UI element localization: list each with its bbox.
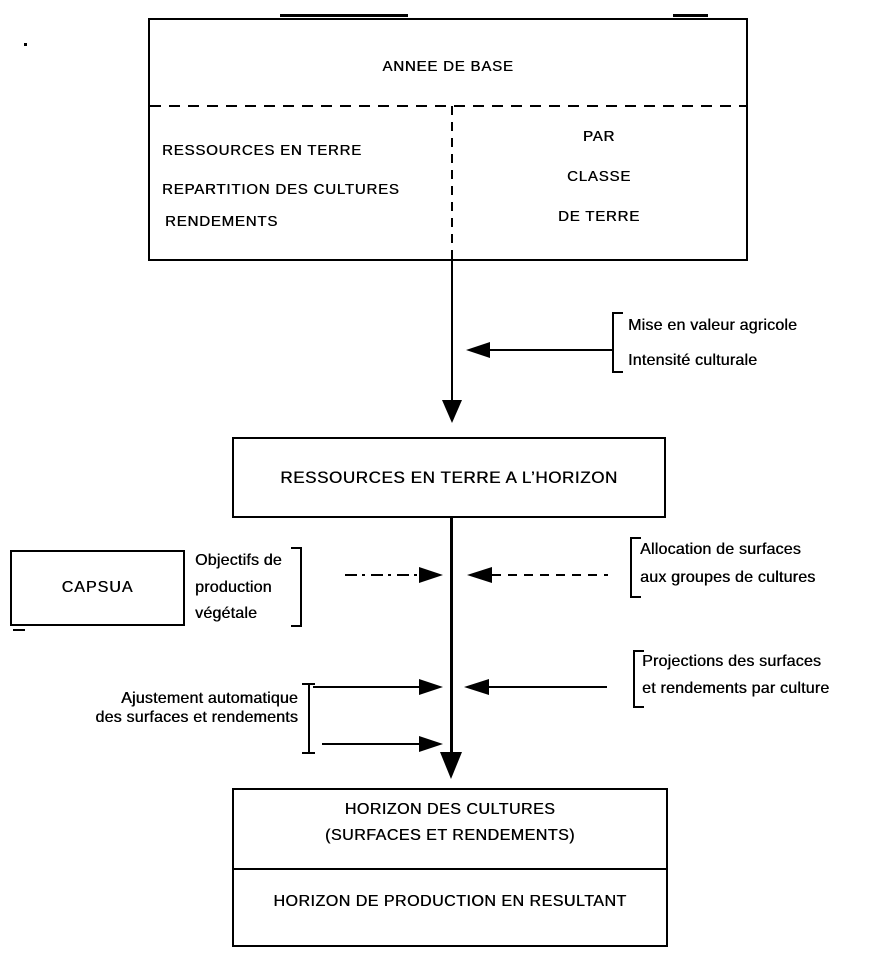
projections-line: Projections des surfaces: [642, 653, 822, 670]
objectifs-arrow-shaft: [345, 574, 419, 576]
objectifs-line: production: [195, 579, 272, 596]
scan-artifact: [24, 43, 27, 46]
allocation-line: Allocation de surfaces: [640, 541, 801, 558]
bracket-icon: [291, 547, 302, 627]
allocation-line: aux groupes de cultures: [640, 569, 816, 586]
bracket-icon: [612, 312, 623, 373]
box-divider: [234, 868, 666, 870]
ajustement-arrow-1-head-icon: [419, 679, 443, 695]
base-year-right-line: CLASSE: [567, 168, 631, 185]
base-year-box: ANNEE DE BASE RESSOURCES EN TERRE REPART…: [148, 18, 748, 261]
divider-dashed-horizontal: [150, 105, 746, 107]
bracket-icon: [633, 650, 644, 708]
divider-dashed-vertical: [451, 106, 453, 276]
objectifs-arrow-head-icon: [419, 567, 443, 583]
flow-arrow-2-shaft: [450, 518, 453, 754]
horizon-cultures-line1: HORIZON DES CULTURES: [344, 801, 556, 818]
bracket-tick: [302, 683, 315, 685]
flow-arrow-2-head-icon: [440, 752, 462, 779]
mise-en-valeur-arrow-shaft: [490, 349, 612, 351]
ajustement-arrow-1-shaft: [313, 686, 419, 688]
base-year-left-item: RESSOURCES EN TERRE: [162, 142, 362, 159]
scan-artifact: [13, 629, 25, 631]
allocation-arrow-head-icon: [467, 567, 492, 583]
base-year-right-line: PAR: [582, 128, 616, 145]
projections-arrow-head-icon: [464, 679, 489, 695]
horizon-cultures-line2: (SURFACES ET RENDEMENTS): [325, 827, 575, 844]
bracket-icon: [630, 537, 641, 598]
flow-arrow-1-head-icon: [442, 400, 462, 423]
ajustement-arrow-2-head-icon: [419, 736, 443, 752]
horizon-resources-title: RESSOURCES EN TERRE A L’HORIZON: [280, 467, 618, 487]
ajustement-line: des surfaces et rendements: [95, 709, 298, 726]
projections-arrow-shaft: [488, 686, 607, 688]
ajustement-line: Ajustement automatique: [121, 690, 298, 707]
horizon-production-title: HORIZON DE PRODUCTION EN RESULTANT: [273, 893, 627, 910]
scan-artifact: [280, 14, 408, 17]
mise-en-valeur-line: Mise en valeur agricole: [628, 317, 798, 334]
flow-arrow-1-shaft: [451, 261, 453, 401]
mise-en-valeur-line: Intensité culturale: [628, 352, 758, 369]
bracket-icon: [308, 684, 310, 754]
base-year-left-item: RENDEMENTS: [165, 213, 279, 230]
horizon-cultures-box: HORIZON DES CULTURES (SURFACES ET RENDEM…: [232, 788, 668, 947]
horizon-resources-box: RESSOURCES EN TERRE A L’HORIZON: [232, 437, 666, 518]
capsua-box: CAPSUA: [10, 550, 185, 626]
mise-en-valeur-arrow-head-icon: [466, 342, 490, 358]
objectifs-line: Objectifs de: [195, 552, 282, 569]
base-year-title: ANNEE DE BASE: [382, 58, 514, 75]
base-year-right-line: DE TERRE: [558, 208, 640, 225]
capsua-title: CAPSUA: [61, 579, 134, 596]
objectifs-line: végétale: [195, 605, 258, 622]
allocation-arrow-shaft: [492, 574, 608, 576]
scan-artifact: [673, 14, 708, 17]
base-year-left-item: REPARTITION DES CULTURES: [162, 181, 400, 198]
ajustement-arrow-2-shaft: [322, 743, 419, 745]
bracket-tick: [302, 752, 315, 754]
projections-line: et rendements par culture: [642, 680, 830, 697]
